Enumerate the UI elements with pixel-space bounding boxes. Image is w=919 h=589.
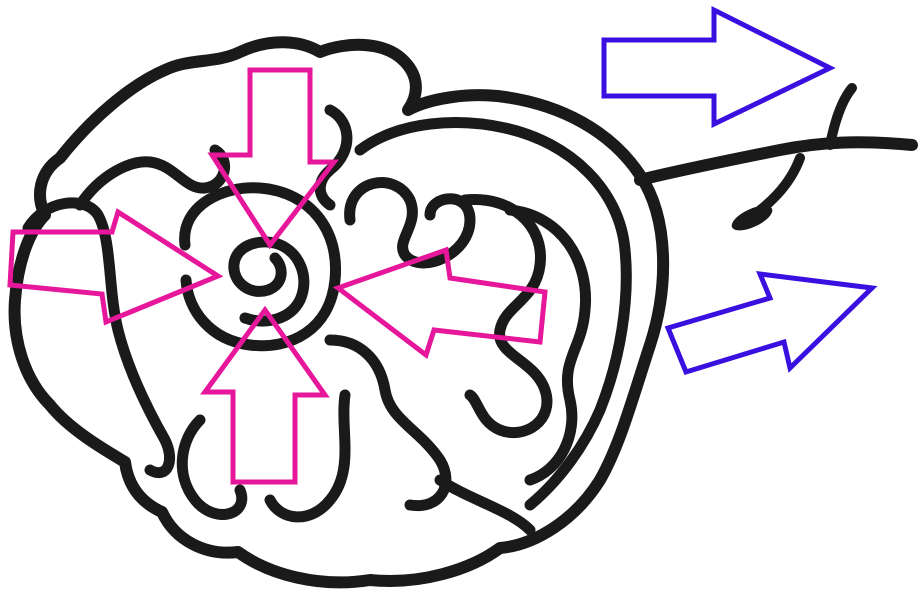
lower-fold-2 (270, 395, 345, 517)
upper-left-fold (80, 150, 225, 205)
bottom-right-fold (440, 480, 530, 530)
center-spiral (234, 242, 304, 321)
right-inner-fold-2 (465, 199, 547, 432)
stalk-branch-up (830, 88, 852, 145)
structure-outline (15, 42, 912, 582)
arrow-right-icon (604, 10, 830, 124)
arrow-up-right-icon (668, 274, 872, 372)
right-inner-fold (350, 183, 470, 263)
right-inner-fold-3 (510, 210, 586, 480)
top-fold (320, 110, 347, 205)
left-lobe (28, 203, 170, 473)
stalk (640, 142, 912, 180)
